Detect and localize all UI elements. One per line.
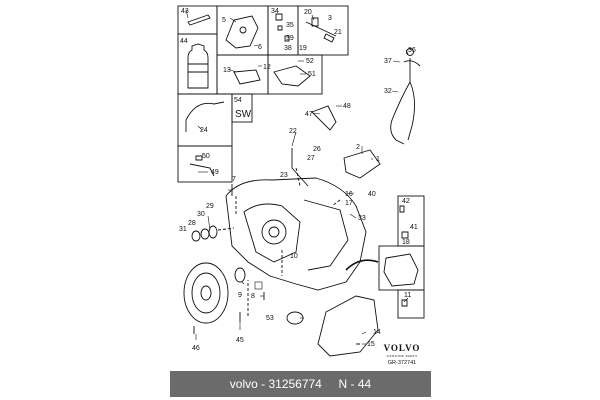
callout-19: 19 bbox=[299, 45, 307, 52]
callout-numbers: 43 44 5 6 34 35 39 38 20 3 21 19 13 12 5… bbox=[179, 8, 418, 352]
callout-50: 50 bbox=[202, 153, 210, 160]
callout-26: 26 bbox=[313, 146, 321, 153]
callout-16: 16 bbox=[345, 191, 353, 198]
callout-35: 35 bbox=[286, 22, 294, 29]
inset-box-51-52 bbox=[267, 54, 323, 95]
callout-39: 39 bbox=[286, 35, 294, 42]
shaft-part bbox=[305, 17, 337, 43]
callout-42: 42 bbox=[402, 198, 410, 205]
caption-gap bbox=[322, 377, 339, 391]
callout-41: 41 bbox=[410, 224, 418, 231]
callout-27: 27 bbox=[307, 155, 315, 162]
inset-box-49-50 bbox=[177, 145, 233, 183]
logo-subtitle: GENUINE PARTS bbox=[386, 354, 418, 358]
callout-6: 6 bbox=[258, 44, 262, 51]
caption-sep: - bbox=[257, 377, 269, 391]
seal-part bbox=[234, 267, 246, 283]
callout-49: 49 bbox=[211, 169, 219, 176]
tube-part bbox=[187, 14, 211, 26]
wiring-harness-part bbox=[390, 58, 411, 145]
small-bolts bbox=[193, 184, 409, 345]
cable-bracket-part bbox=[311, 105, 337, 131]
callout-5: 5 bbox=[222, 17, 226, 24]
sw-label: SW bbox=[235, 109, 252, 120]
callout-37: 37 bbox=[384, 58, 392, 65]
callout-40: 40 bbox=[368, 191, 376, 198]
sensor-bracket-part bbox=[273, 65, 311, 87]
callout-46: 46 bbox=[192, 345, 200, 352]
callout-44: 44 bbox=[180, 38, 188, 45]
bracket-part bbox=[225, 15, 259, 49]
callout-21: 21 bbox=[334, 29, 342, 36]
leader-lines bbox=[185, 9, 409, 345]
vent-tube-part bbox=[291, 148, 309, 187]
callout-29: 29 bbox=[206, 203, 214, 210]
callout-28: 28 bbox=[188, 220, 196, 227]
seal-rings bbox=[208, 225, 218, 239]
callout-8: 8 bbox=[251, 293, 255, 300]
callout-33: 33 bbox=[358, 215, 366, 222]
callout-31: 31 bbox=[179, 226, 187, 233]
callout-32: 32 bbox=[384, 88, 392, 95]
callout-36: 36 bbox=[408, 47, 416, 54]
control-module-part bbox=[343, 149, 381, 179]
callout-1: 1 bbox=[376, 156, 380, 163]
inset-box-20-21 bbox=[297, 5, 349, 56]
callout-15: 15 bbox=[367, 341, 375, 348]
valve-body-part bbox=[383, 253, 419, 287]
callout-18: 18 bbox=[402, 239, 410, 246]
logo-brand: VOLVO bbox=[383, 343, 421, 353]
callout-12: 12 bbox=[263, 64, 271, 71]
callout-45: 45 bbox=[236, 337, 244, 344]
callout-38: 38 bbox=[284, 45, 292, 52]
callout-24: 24 bbox=[200, 127, 208, 134]
callout-48: 48 bbox=[343, 103, 351, 110]
bolt-parts bbox=[275, 13, 290, 42]
torque-converter-part bbox=[183, 262, 229, 324]
callout-arrow bbox=[345, 259, 379, 271]
callout-51: 51 bbox=[308, 71, 316, 78]
callout-9: 9 bbox=[238, 292, 242, 299]
callout-14: 14 bbox=[373, 329, 381, 336]
inset-box-12-13 bbox=[216, 54, 269, 95]
callout-34: 34 bbox=[271, 8, 279, 15]
caption-part-number: 31256774 bbox=[268, 377, 322, 391]
volvo-genuine-parts-logo: VOLVO GENUINE PARTS GR-372741 bbox=[382, 343, 422, 366]
caption-bar: volvo - 31256774 N - 44 bbox=[170, 371, 431, 397]
callout-13: 13 bbox=[223, 67, 231, 74]
callout-53: 53 bbox=[266, 315, 274, 322]
callout-30: 30 bbox=[197, 211, 205, 218]
callout-52: 52 bbox=[306, 58, 314, 65]
callout-11: 11 bbox=[404, 292, 411, 299]
clip-part bbox=[233, 69, 261, 85]
boxed-1-marker bbox=[254, 281, 263, 290]
sensor-cable-part bbox=[185, 101, 225, 121]
transmission-housing bbox=[225, 177, 367, 291]
inset-box-11 bbox=[397, 289, 425, 319]
callout-3: 3 bbox=[328, 15, 332, 22]
callout-2: 2 bbox=[356, 144, 360, 151]
inset-box-54 bbox=[231, 93, 253, 123]
caption-ref: N - 44 bbox=[338, 377, 372, 391]
oil-bottle-part bbox=[187, 43, 209, 89]
callout-20: 20 bbox=[304, 9, 312, 16]
callout-17: 17 bbox=[345, 200, 353, 207]
caption-brand: volvo bbox=[229, 377, 258, 391]
callout-22: 22 bbox=[289, 128, 297, 135]
oil-pan-part bbox=[317, 295, 379, 357]
callout-23: 23 bbox=[280, 172, 288, 179]
callout-43: 43 bbox=[181, 8, 189, 15]
callout-10: 10 bbox=[290, 253, 298, 260]
dashed-leaders bbox=[217, 167, 341, 316]
diagram-code: GR-372741 bbox=[387, 360, 417, 366]
callout-54: 54 bbox=[234, 97, 242, 104]
callout-47: 47 bbox=[305, 111, 313, 118]
callout-7: 7 bbox=[232, 176, 236, 183]
